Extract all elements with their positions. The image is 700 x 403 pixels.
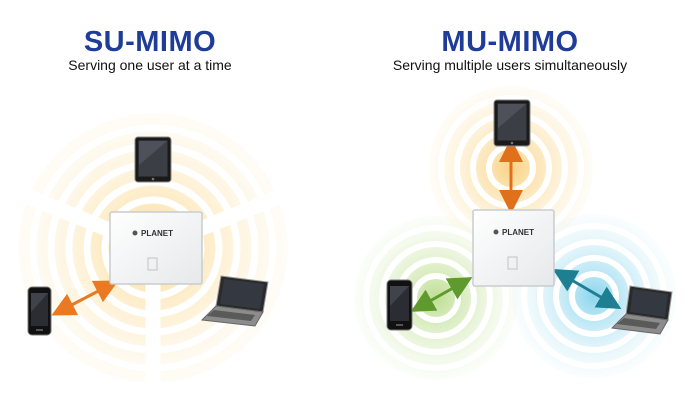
su-tablet-icon [134,136,172,183]
mu-tablet-icon [493,99,531,147]
mu-ap-brand: PLANET [502,228,534,237]
mu-access-point: PLANET [472,209,555,287]
mu-laptop-arrow [552,268,622,310]
su-access-point: PLANET [109,211,203,285]
su-mimo-subtitle: Serving one user at a time [68,57,232,73]
su-ap-brand: PLANET [141,229,173,238]
su-smartphone-arrow [51,280,119,316]
mu-smartphone-icon [386,279,413,331]
mu-smartphone-arrow [410,277,473,312]
su-mimo-title: SU-MIMO [83,26,217,58]
mu-laptop-icon [610,285,673,335]
mu-mimo-subtitle: Serving multiple users simultaneously [392,57,628,73]
mu-mimo-title: MU-MIMO [441,26,579,58]
su-smartphone-icon [27,286,52,336]
su-laptop-icon [200,275,269,327]
